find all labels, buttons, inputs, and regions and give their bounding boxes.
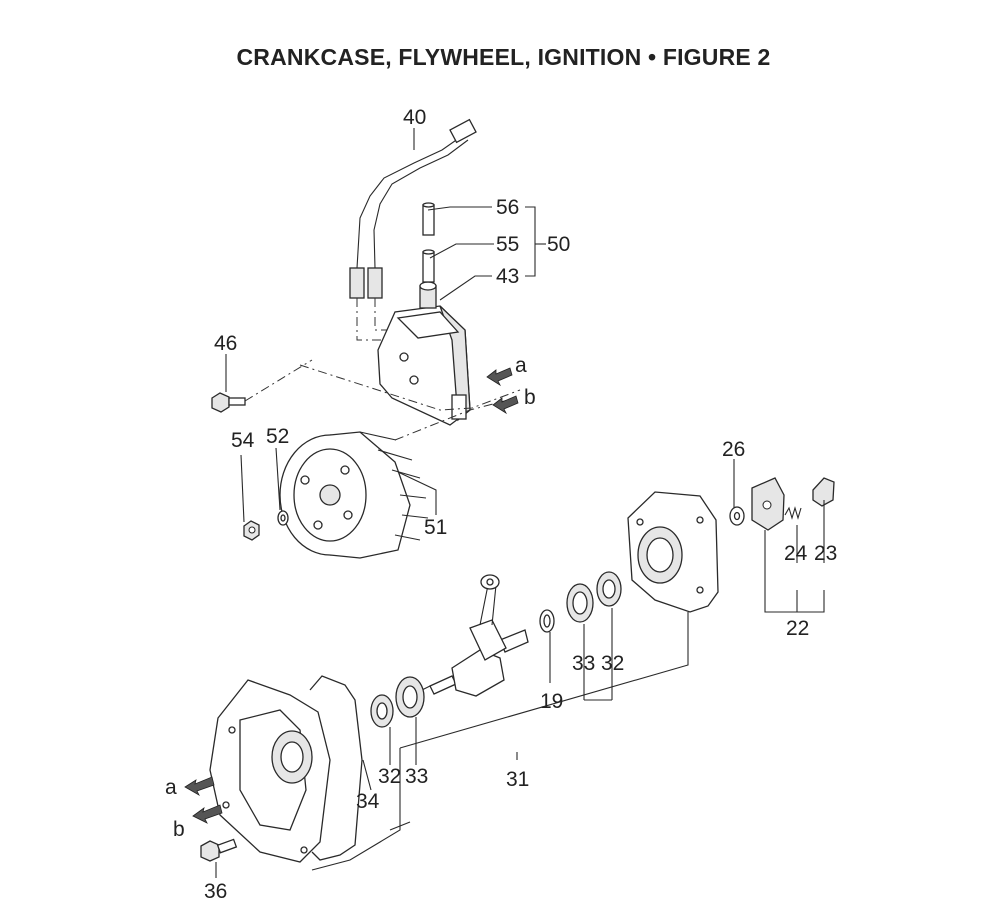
arrow-label-b-bottom: b bbox=[173, 818, 185, 841]
bearing-33-right bbox=[566, 583, 594, 623]
ignition-wire-harness bbox=[349, 118, 477, 341]
flywheel bbox=[279, 431, 429, 559]
arrow-a-bottom bbox=[184, 776, 215, 797]
washer-52 bbox=[277, 510, 289, 526]
bolt-46 bbox=[211, 359, 313, 413]
arrow-label-a-top: a bbox=[515, 354, 527, 377]
callout-46: 46 bbox=[214, 332, 237, 355]
arrow-label-a-bottom: a bbox=[165, 776, 177, 799]
callout-31: 31 bbox=[506, 768, 529, 791]
crankcase-right-half bbox=[627, 491, 719, 613]
washer-19 bbox=[539, 609, 555, 633]
arrow-a-top bbox=[486, 367, 513, 387]
washer-26 bbox=[729, 506, 745, 526]
callout-43: 43 bbox=[496, 265, 519, 288]
pawl-22 bbox=[751, 477, 785, 531]
callout-26: 26 bbox=[722, 438, 745, 461]
callout-32-left: 32 bbox=[378, 765, 401, 788]
bolt-36 bbox=[200, 838, 238, 862]
leader-lines bbox=[215, 128, 825, 878]
spring-24 bbox=[784, 506, 802, 520]
nut-54 bbox=[243, 520, 260, 541]
arrow-label-b-top: b bbox=[524, 386, 536, 409]
callout-19: 19 bbox=[540, 690, 563, 713]
callout-56: 56 bbox=[496, 196, 519, 219]
arrow-b-top bbox=[492, 395, 519, 415]
callout-51: 51 bbox=[424, 516, 447, 539]
crankshaft bbox=[421, 574, 529, 697]
seal-32-left bbox=[370, 694, 394, 728]
bearing-33-left bbox=[395, 676, 425, 718]
ignition-coil bbox=[377, 281, 471, 426]
seal-32-right bbox=[596, 571, 622, 607]
callout-54: 54 bbox=[231, 429, 255, 452]
arrow-b-bottom bbox=[192, 804, 223, 824]
callout-24: 24 bbox=[784, 542, 808, 565]
callout-34: 34 bbox=[356, 790, 380, 813]
cap-55 bbox=[422, 249, 435, 283]
callout-40: 40 bbox=[403, 106, 426, 129]
callout-32-right: 32 bbox=[601, 652, 624, 675]
callout-33-left: 33 bbox=[405, 765, 428, 788]
callout-55: 55 bbox=[496, 233, 519, 256]
figure-title: CRANKCASE, FLYWHEEL, IGNITION • FIGURE 2 bbox=[236, 44, 771, 70]
callout-22: 22 bbox=[786, 617, 809, 640]
callout-23: 23 bbox=[814, 542, 837, 565]
callout-50: 50 bbox=[547, 233, 570, 256]
pin-23 bbox=[812, 477, 835, 507]
crankcase-left-half bbox=[209, 679, 331, 863]
callout-36: 36 bbox=[204, 880, 227, 903]
spring-56 bbox=[422, 202, 435, 236]
callout-33-right: 33 bbox=[572, 652, 595, 675]
callout-52: 52 bbox=[266, 425, 289, 448]
